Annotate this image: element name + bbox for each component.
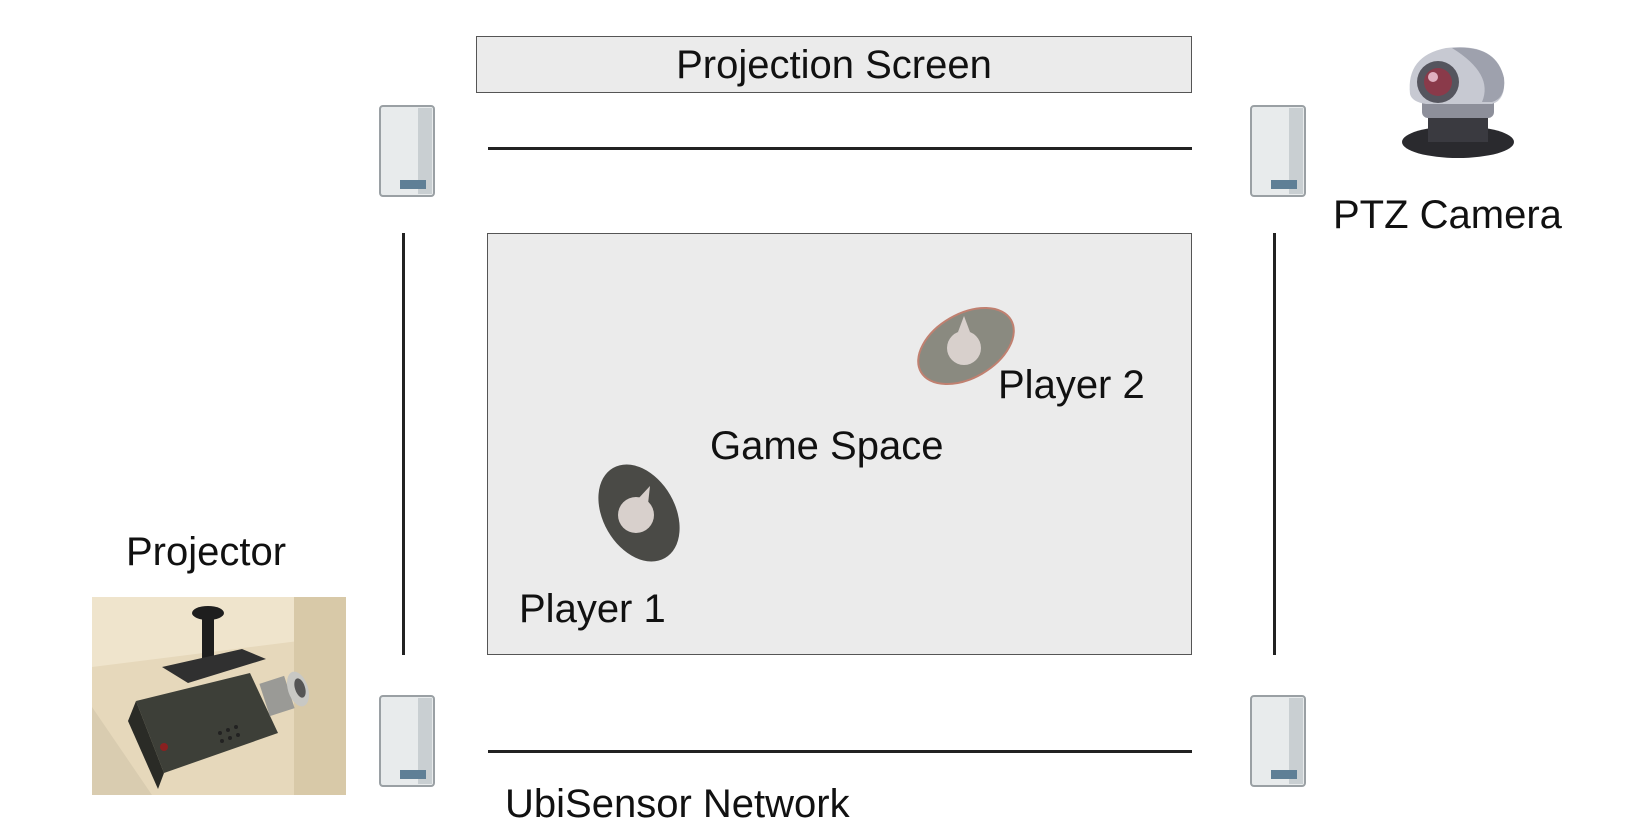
ubisensor-icon [379,695,435,787]
ubisensor-icon [1250,105,1306,197]
right-wall-line [1273,233,1276,655]
projector-photo [92,597,346,795]
projection-screen-label: Projection Screen [676,43,992,87]
projector-label: Projector [126,530,287,574]
player-2-marker [917,307,1015,385]
top-wall-line [488,147,1192,150]
game-space-box [487,233,1192,655]
player-1-label: Player 1 [519,587,666,631]
projection-screen-box: Projection Screen [476,36,1192,93]
player-2-label: Player 2 [998,363,1145,407]
ubisensor-icon [379,105,435,197]
ubisensor-network-label: UbiSensor Network [505,782,850,826]
left-wall-line [402,233,405,655]
bottom-wall-line [488,750,1192,753]
ptz-camera-icon [1402,47,1514,158]
ubisensor-icon [1250,695,1306,787]
ptz-camera-label: PTZ Camera [1333,193,1562,237]
player-1-marker [598,464,680,562]
game-space-label: Game Space [710,424,944,468]
